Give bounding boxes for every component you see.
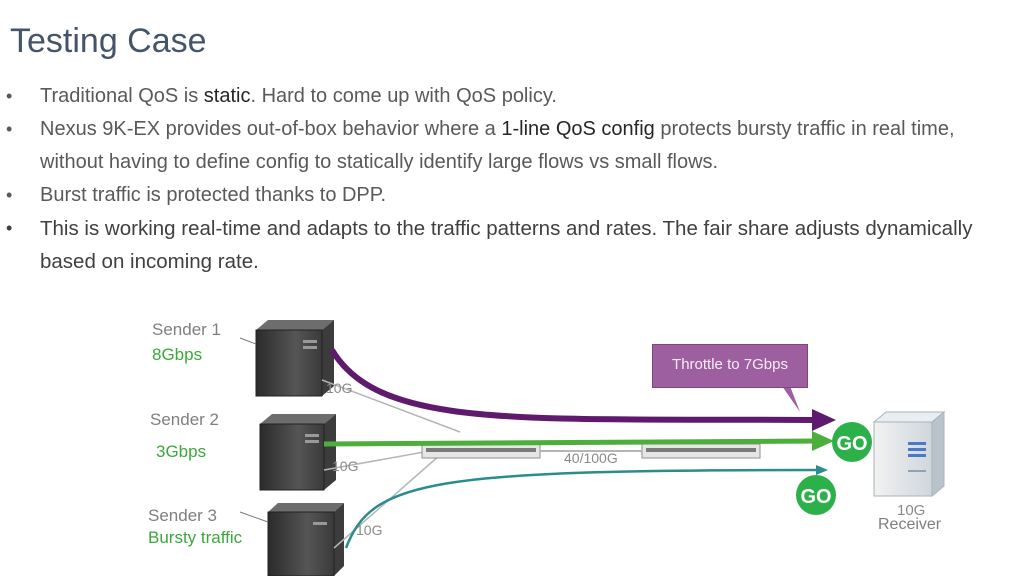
bullet-text: Traditional QoS is — [40, 85, 204, 107]
callout-pointer — [782, 386, 800, 412]
sender-2-server-icon — [259, 414, 336, 491]
svg-text:GO: GO — [836, 433, 867, 455]
link-sender-2 — [323, 451, 425, 471]
flow-sender-1 — [329, 348, 821, 423]
sender-1-name: Sender 1 — [152, 320, 221, 339]
bullet-text: This is working real-time and adapts to … — [40, 217, 973, 273]
sender-1-server-icon — [255, 320, 334, 397]
bullet-text: protects bursty traffic in real time, wi… — [40, 118, 955, 173]
link-sender-1 — [321, 379, 461, 433]
arrowhead — [812, 431, 834, 451]
arrowhead — [816, 465, 828, 475]
switch-2-icon — [641, 443, 761, 459]
throttle-callout: Throttle to 7Gbps — [652, 344, 808, 388]
sender-2-rate: 3Gbps — [156, 442, 207, 461]
bullet-list: • Traditional QoS is static. Hard to com… — [0, 80, 1010, 278]
sender-1-link: 10G — [326, 380, 353, 396]
sender-3-rate: Bursty traffic — [148, 528, 243, 547]
receiver-link: 10G — [897, 502, 926, 519]
bullet-4: • This is working real-time and adapts t… — [0, 212, 1010, 278]
bullet-text: . Hard to come up with QoS policy. — [250, 85, 557, 107]
sender-2-name: Sender 2 — [150, 410, 219, 429]
bullet-dot: • — [6, 218, 13, 238]
sender-3-link: 10G — [356, 522, 383, 538]
arrowhead — [812, 409, 836, 431]
leader-line — [239, 337, 257, 345]
sender-1-rate: 8Gbps — [152, 345, 203, 364]
switch-1-icon — [421, 443, 541, 459]
bullet-emphasis: 1-line QoS config — [501, 118, 655, 140]
sender-3-name: Sender 3 — [148, 506, 217, 525]
go-badge-1-icon: GO — [832, 422, 872, 462]
go-badge-2-icon: GO — [796, 475, 836, 515]
uplink-label: 40/100G — [564, 450, 618, 466]
receiver-server-icon — [872, 410, 946, 498]
slide-title: Testing Case — [10, 22, 207, 60]
leader-line — [239, 511, 269, 523]
bullet-dot: • — [6, 185, 13, 205]
flow-sender-2 — [323, 438, 819, 447]
receiver-name: Receiver — [878, 516, 942, 533]
bullet-text: Nexus 9K-EX provides out-of-box behavior… — [40, 118, 502, 140]
bullet-dot: • — [6, 119, 13, 139]
bullet-text: Burst traffic is protected thanks to DPP… — [40, 184, 387, 206]
sender-2-link: 10G — [332, 458, 359, 474]
sender-3-server-icon — [267, 503, 344, 576]
flow-sender-3 — [344, 468, 819, 549]
bullet-1: • Traditional QoS is static. Hard to com… — [0, 80, 1010, 113]
bullet-3: • Burst traffic is protected thanks to D… — [0, 179, 1010, 212]
svg-text:GO: GO — [800, 486, 831, 508]
bullet-2: • Nexus 9K-EX provides out-of-box behavi… — [0, 113, 1010, 179]
bullet-dot: • — [6, 86, 13, 106]
bullet-emphasis: static — [203, 85, 251, 107]
